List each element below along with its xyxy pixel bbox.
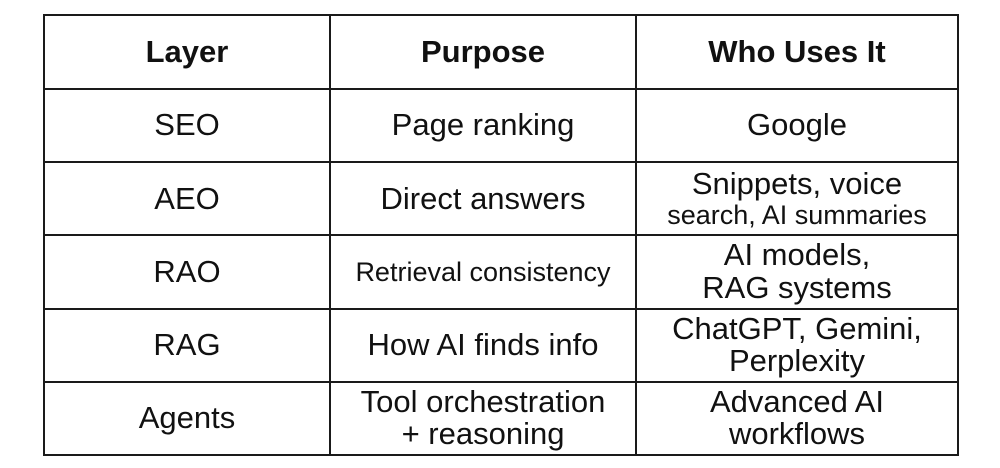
table-row: RAO Retrieval consistency AI models, RAG… bbox=[43, 234, 959, 310]
users-line: workflows bbox=[728, 416, 866, 452]
users-line: Advanced AI bbox=[709, 383, 885, 419]
purpose-line: Page ranking bbox=[391, 107, 575, 143]
table-row: SEO Page ranking Google bbox=[43, 87, 959, 164]
users-line: AI models, bbox=[723, 237, 871, 273]
table-row: RAG How AI finds info ChatGPT, Gemini, P… bbox=[43, 307, 959, 383]
users-line: Google bbox=[747, 107, 847, 143]
cell-layer: SEO bbox=[43, 87, 331, 164]
cell-users: Advanced AI workflows bbox=[635, 380, 959, 457]
cell-layer: Agents bbox=[43, 380, 331, 457]
cell-users: Snippets, voice search, AI summaries bbox=[635, 161, 959, 237]
purpose-line: Tool orchestration bbox=[360, 383, 606, 419]
cell-layer: RAO bbox=[43, 234, 331, 310]
cell-purpose: Direct answers bbox=[329, 161, 637, 237]
purpose-line: Retrieval consistency bbox=[355, 256, 611, 287]
users-line: search, AI summaries bbox=[667, 199, 927, 230]
header-who-uses-it: Who Uses It bbox=[635, 14, 959, 90]
table-row: AEO Direct answers Snippets, voice searc… bbox=[43, 161, 959, 237]
cell-users: Google bbox=[635, 87, 959, 164]
cell-layer: RAG bbox=[43, 307, 331, 383]
users-line: Perplexity bbox=[728, 343, 866, 379]
cell-purpose: Tool orchestration + reasoning bbox=[329, 380, 637, 457]
cell-layer: AEO bbox=[43, 161, 331, 237]
table-header-row: Layer Purpose Who Uses It bbox=[43, 14, 959, 90]
purpose-line: How AI finds info bbox=[367, 326, 599, 362]
users-line: ChatGPT, Gemini, bbox=[672, 310, 922, 346]
table-row: Agents Tool orchestration + reasoning Ad… bbox=[43, 380, 959, 457]
cell-purpose: Retrieval consistency bbox=[329, 234, 637, 310]
purpose-line: Direct answers bbox=[380, 180, 586, 216]
users-line: RAG systems bbox=[702, 269, 892, 305]
cell-users: AI models, RAG systems bbox=[635, 234, 959, 310]
cell-purpose: How AI finds info bbox=[329, 307, 637, 383]
cell-users: ChatGPT, Gemini, Perplexity bbox=[635, 307, 959, 383]
cell-purpose: Page ranking bbox=[329, 87, 637, 164]
header-layer: Layer bbox=[43, 14, 331, 90]
layers-table: Layer Purpose Who Uses It SEO Page ranki… bbox=[43, 14, 959, 457]
purpose-line: + reasoning bbox=[401, 416, 565, 452]
header-purpose: Purpose bbox=[329, 14, 637, 90]
users-line: Snippets, voice bbox=[691, 166, 903, 202]
